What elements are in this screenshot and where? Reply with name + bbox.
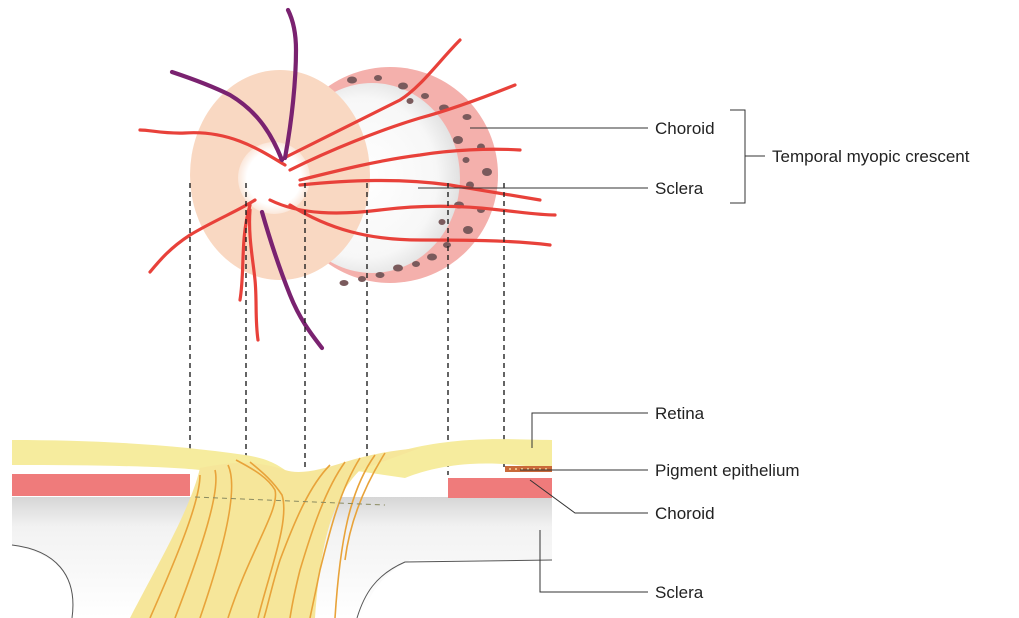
choroid-layer-right — [448, 478, 552, 498]
label-pigment-epithelium: Pigment epithelium — [655, 461, 800, 480]
label-choroid-bottom: Choroid — [655, 504, 715, 523]
label-temporal-myopic-crescent: Temporal myopic crescent — [772, 147, 970, 166]
cross-section — [12, 439, 552, 618]
labels: Choroid Sclera Temporal myopic crescent … — [655, 119, 970, 602]
fundus-view — [140, 10, 555, 475]
label-sclera-bottom: Sclera — [655, 583, 704, 602]
label-retina: Retina — [655, 404, 705, 423]
label-choroid-top: Choroid — [655, 119, 715, 138]
choroid-layer-left — [12, 474, 190, 496]
label-sclera-top: Sclera — [655, 179, 704, 198]
